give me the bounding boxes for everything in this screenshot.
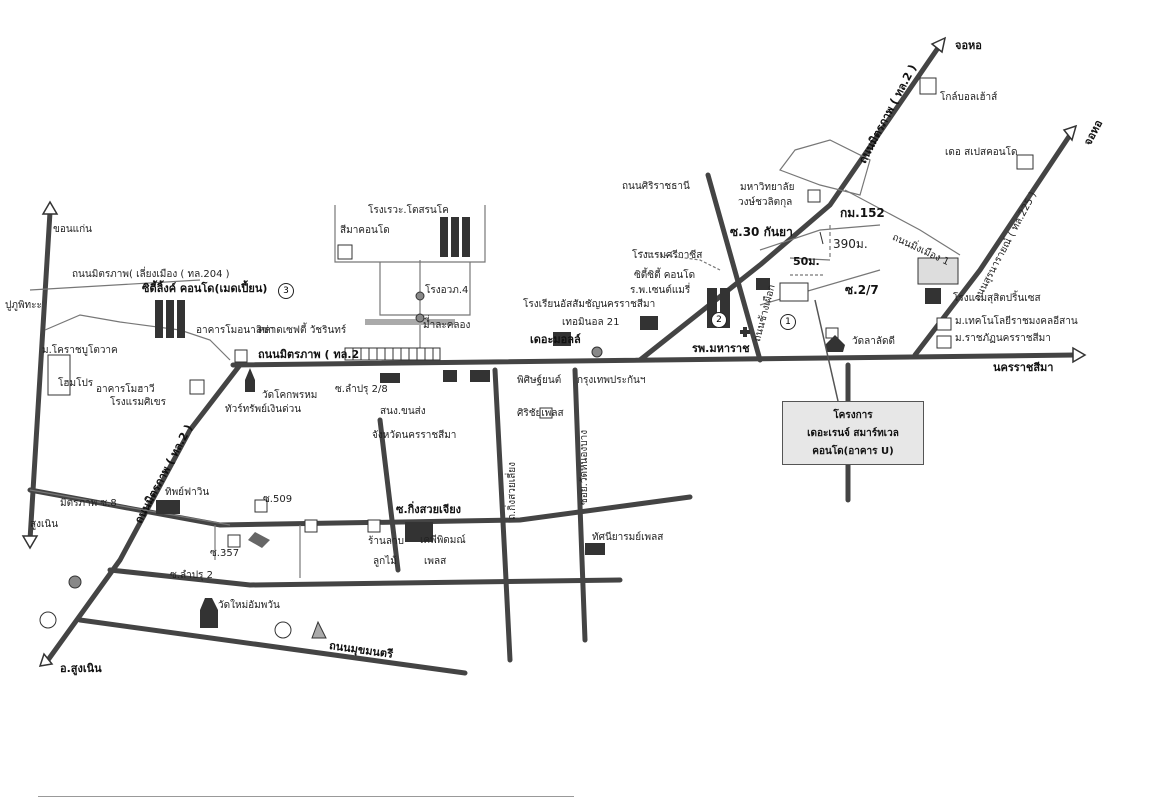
- label-city-link: ซิตี้ลิ้งค์ คอนโด(เมดเปี้ยน): [142, 282, 268, 295]
- label-picture-inn: พิศิษฐ์ยนต์: [517, 375, 562, 386]
- label-dist-390: 390ม.: [833, 237, 868, 251]
- label-uni-4: โรงอวภ.4: [425, 285, 469, 296]
- label-wat-sala: วัดลาลัดดี: [852, 336, 895, 347]
- arrow-ne-icon: [930, 36, 947, 54]
- label-city-condo: ซิตี้ซิตี้ คอนโด: [634, 270, 696, 281]
- label-sanamchai2: จังหวัดนครราชสีมา: [372, 430, 457, 441]
- label-hotel-sri: โรงแรมศรีกาซีส: [632, 250, 703, 261]
- label-chok-chai: จอหอ: [955, 39, 982, 52]
- label-sima-condo: สีมาคอนโด: [340, 225, 390, 236]
- label-soi-lampru: ซ.ลำปรุ 2/8: [335, 384, 388, 395]
- label-bkk-insur: กรุงเทพประกันฯ: [577, 375, 646, 386]
- label-rd-204: ถนนมิตรภาพ( เลี่ยงเมือง ( ทล.204 ): [72, 269, 230, 280]
- label-khorat-boutique: ม.โคราชบูโตวาค: [42, 345, 118, 356]
- label-mitraphap-2: ถนนมิตรภาพ ( ทล.2: [258, 348, 360, 361]
- road-vertical-c: [572, 367, 588, 643]
- label-golf: โกล์บอลเฮ้าส์: [940, 92, 998, 103]
- label-rajabhat: ม.ราชภัฏนครราชสีมา: [955, 333, 1051, 344]
- road-vertical-siri: [705, 172, 763, 363]
- label-uni-d: มี่ำละคลอง: [423, 320, 471, 331]
- label-mitraphap-soi8: มิตรภาพ ซ.8: [60, 498, 117, 509]
- label-rph-hospital: ร.พ.เซนต์แมรี่: [630, 285, 691, 296]
- label-the-mall: เดอะมอลล์: [530, 333, 581, 346]
- road-lampru2: [107, 567, 623, 588]
- arrow-south-icon: [21, 535, 39, 550]
- label-amphoe-sung: อ.สูงเนิน: [60, 662, 102, 675]
- road-vertical-b: [492, 367, 513, 663]
- marker-1: 1: [780, 314, 796, 330]
- marker-2: 2: [711, 312, 727, 328]
- road-mitraphap-sw: [45, 362, 243, 663]
- label-school-top: โรงเรวะ.โตสรนโค: [368, 205, 449, 216]
- label-soi-30: ซ.30 กันยา: [730, 225, 793, 239]
- project-callout: โครงการ เดอะเรนจ์ สมาร์ทเวล คอนโด(อาคาร …: [782, 401, 924, 465]
- label-sisaket: ศิริชัยเพลส: [517, 408, 564, 419]
- label-shop: ร้านลาบ: [368, 536, 404, 547]
- project-line-3: คอนโด(อาคาร U): [812, 446, 894, 457]
- label-kaen-mall2: เพลส: [424, 556, 447, 567]
- road-mitraphap-main: [230, 352, 1078, 368]
- label-bhu-phithak: ปูภูพิทะะ: [5, 300, 42, 311]
- label-thai-parts: ทัวร์ทรัพย์เงินด่วน: [225, 404, 302, 415]
- label-uni-vongchavalit2: วงษ์ชวลิตกุล: [738, 197, 793, 208]
- label-tippharin: ทิพย์ฟาวิน: [165, 487, 210, 498]
- label-rmuti: ม.เทคโนโลยีราชมงคลอีสาน: [955, 316, 1078, 327]
- arrow-ne2-icon: [1062, 124, 1078, 142]
- label-sung-noen: สูงเนิน: [30, 519, 59, 530]
- label-dist-50: 50ม.: [793, 255, 820, 268]
- marker-3: 3: [278, 283, 294, 299]
- label-soi-kingthai: ถ.กิ่งสวยเลี่ยง: [507, 461, 518, 520]
- arrow-east-icon: [1072, 346, 1087, 364]
- project-line-2: เดอะเรนจ์ สมาร์ทเวล: [807, 428, 899, 439]
- label-hotel-sima: โรงแรมสุสิตปริ้นเซส: [953, 293, 1041, 304]
- road-left-vertical: [27, 209, 53, 543]
- label-sanamchai: สนง.ขนส่ง: [380, 406, 426, 417]
- label-khon-kaen: ขอนแก่น: [53, 224, 93, 235]
- label-rph-maharat: รพ.มหาราช: [692, 342, 750, 355]
- label-wat-phrom: วัดโคกพรหม: [262, 390, 318, 401]
- label-the-space: เดอ สเปสคอนโด: [945, 147, 1018, 158]
- arrow-north-icon: [41, 200, 59, 215]
- label-hotel-sikhio: โรงแรมศิเขร: [110, 397, 167, 408]
- label-soi-27: ซ.2/7: [845, 283, 879, 297]
- label-soi-kingsuay: ซ.กิ่งสวยเจียง: [396, 503, 462, 516]
- label-nakhon-ratchasima: นครราชสีมา: [993, 361, 1054, 374]
- footer-divider: [38, 796, 574, 797]
- label-terminal: เทอมินอล 21: [562, 317, 620, 328]
- label-siri-rd: ถนนศิริราชธานี: [622, 181, 690, 192]
- road-mukmontri: [77, 617, 468, 676]
- label-wat-mai: วัดใหม่อัมพวัน: [218, 600, 280, 611]
- project-line-1: โครงการ: [833, 410, 873, 421]
- label-km-152: กม.152: [840, 206, 885, 220]
- road-mitraphap-ne: [637, 42, 943, 363]
- label-nakhon-market: อาคารโมฮาวี: [96, 384, 155, 395]
- arrow-sw-icon: [38, 652, 54, 667]
- label-shop2: ลูกไม้: [373, 556, 397, 567]
- label-dunkirk: ทัศนียารมย์เพลส: [592, 532, 664, 543]
- label-soi-357: ซ.357: [210, 548, 240, 559]
- label-school-kham: โรงเรียนอัสสัมชัญนครราชสีมา: [523, 299, 656, 310]
- label-soi-rong: ซอย.วัดหนองบาง: [579, 429, 590, 505]
- road-vertical-a: [377, 417, 401, 573]
- label-soi-509: ซ.509: [263, 494, 293, 505]
- label-kaen-mall: เคพีพิดมณ์: [420, 535, 466, 546]
- label-tuesday-market: อาคารโมอนาลิซ่า: [196, 325, 275, 336]
- label-central-market: ตลาดเซฟตี้ วัชรินทร์: [258, 325, 347, 336]
- label-home-pro: โฮมโปร: [58, 378, 94, 389]
- label-uni-vongchavalit: มหาวิทยาลัย: [740, 182, 795, 193]
- label-soi-lampru2: ซ.ลำปรุ 2: [170, 570, 213, 581]
